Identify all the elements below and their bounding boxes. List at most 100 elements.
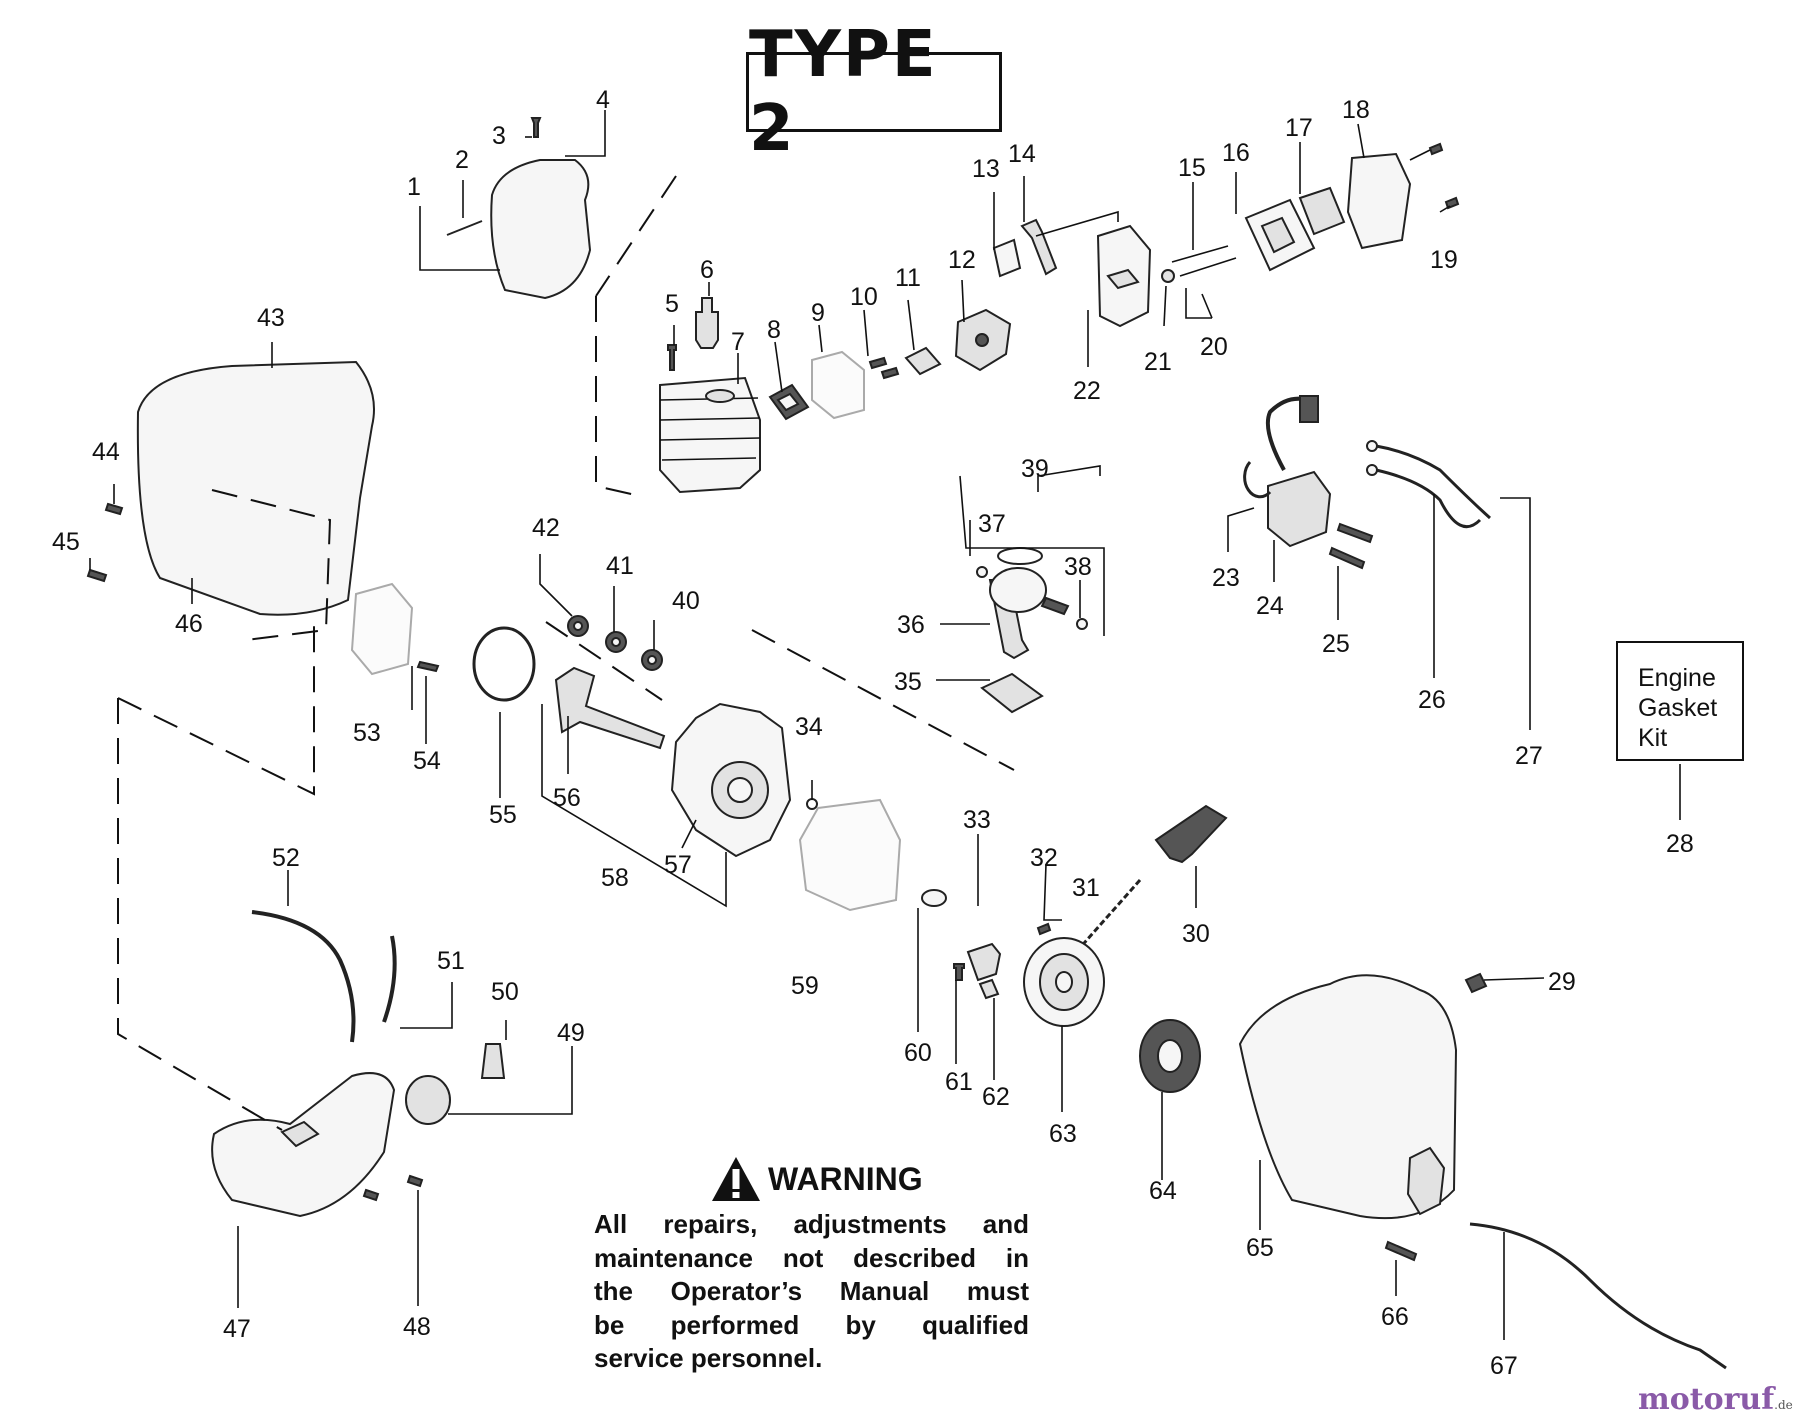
callout-31: 31	[1072, 874, 1100, 902]
callout-20: 20	[1200, 333, 1228, 361]
callout-52: 52	[272, 844, 300, 872]
callout-29: 29	[1548, 968, 1576, 996]
kit-line-2: Gasket	[1638, 694, 1718, 722]
watermark-tld: .de	[1774, 1398, 1793, 1412]
part-5-screw	[667, 344, 677, 371]
part-3-screw	[530, 117, 542, 138]
callout-54: 54	[413, 747, 441, 775]
part-18-filter-cover	[1346, 152, 1412, 250]
callout-15: 15	[1178, 154, 1206, 182]
callout-2: 2	[455, 146, 469, 174]
part-53-bracket	[350, 582, 414, 676]
callout-59: 59	[791, 972, 819, 1000]
warning-triangle-icon	[712, 1157, 760, 1201]
part-43-engine-cover	[136, 360, 375, 616]
callout-11: 11	[895, 264, 921, 292]
callout-61: 61	[945, 1068, 973, 1096]
callout-48: 48	[403, 1313, 431, 1341]
callout-4: 4	[596, 86, 610, 114]
kit-line-3: Kit	[1638, 724, 1668, 752]
callout-21: 21	[1144, 348, 1172, 376]
engine-gasket-kit-box: Engine Gasket Kit	[1616, 641, 1744, 761]
callout-64: 64	[1149, 1177, 1177, 1205]
part-2-pin	[446, 220, 483, 236]
callout-22: 22	[1073, 377, 1101, 405]
callout-18: 18	[1342, 96, 1370, 124]
callout-46: 46	[175, 610, 203, 638]
callout-47: 47	[223, 1315, 251, 1343]
part-44-screw	[104, 502, 124, 516]
part-33-shaft	[966, 942, 1002, 982]
callout-65: 65	[1246, 1234, 1274, 1262]
callout-3: 3	[492, 122, 506, 150]
callout-6: 6	[700, 256, 714, 284]
part-55-o-ring	[472, 626, 536, 702]
part-32-screw	[1036, 922, 1052, 936]
warning-text: All repairs, adjustments and maintenance…	[594, 1208, 1029, 1376]
part-56-crankshaft	[554, 666, 666, 750]
callout-66: 66	[1381, 1303, 1409, 1331]
warning-heading-row: WARNING	[594, 1150, 1029, 1208]
part-29-clip	[1464, 972, 1488, 994]
kit-line-1: Engine	[1638, 664, 1716, 692]
part-65-recoil-housing	[1238, 974, 1458, 1220]
callout-44: 44	[92, 438, 120, 466]
warning-line-1: All repairs, adjustments and	[594, 1209, 1029, 1239]
part-67-throttle-cable	[1469, 1222, 1727, 1370]
callout-13: 13	[972, 155, 1000, 183]
callout-63: 63	[1049, 1120, 1077, 1148]
callout-39: 39	[1021, 455, 1049, 483]
callout-5: 5	[665, 290, 679, 318]
part-50-fuel-filter	[480, 1043, 506, 1079]
assembly-dashed-lines	[117, 175, 1015, 1131]
callout-50: 50	[491, 978, 519, 1006]
leader-lines	[89, 110, 1681, 1340]
part-drawings	[86, 117, 1727, 1370]
part-52-fuel-line	[251, 910, 356, 1043]
part-34-clip	[806, 798, 818, 810]
callout-33: 33	[963, 806, 991, 834]
type-label: TYPE 2	[746, 18, 1002, 166]
callout-60: 60	[904, 1039, 932, 1067]
callout-16: 16	[1222, 139, 1250, 167]
callout-12: 12	[948, 246, 976, 274]
part-60-washer	[921, 889, 947, 907]
callout-7: 7	[731, 328, 745, 356]
warning-line-3: the Operator’s Manual must	[594, 1276, 1029, 1306]
callout-62: 62	[982, 1083, 1010, 1111]
callout-38: 38	[1064, 553, 1092, 581]
part-54-screw	[416, 660, 440, 673]
part-37-piston-ring	[997, 547, 1044, 565]
callout-56: 56	[553, 784, 581, 812]
part-9-spacer	[811, 350, 865, 420]
part-7-cylinder	[659, 376, 761, 494]
callout-49: 49	[557, 1019, 585, 1047]
callout-30: 30	[1182, 920, 1210, 948]
part-61-screw	[953, 963, 965, 981]
part-47-fuel-tank	[211, 1072, 396, 1218]
callout-55: 55	[489, 801, 517, 829]
watermark-brand: motoruf	[1638, 1382, 1775, 1417]
part-19-screws	[1428, 142, 1460, 210]
callout-53: 53	[353, 719, 381, 747]
callout-41: 41	[606, 552, 634, 580]
callout-32: 32	[1030, 844, 1058, 872]
part-27-wire	[1375, 468, 1482, 529]
part-59-crankcase-half	[798, 798, 902, 912]
part-10-screws	[868, 356, 900, 380]
warning-line-4: be performed by qualified	[594, 1309, 1029, 1340]
callout-19: 19	[1430, 246, 1458, 274]
part-13-gasket	[992, 238, 1022, 278]
callout-57: 57	[664, 851, 692, 879]
warning-line-5: service personnel.	[594, 1343, 823, 1373]
callout-24: 24	[1256, 592, 1284, 620]
callout-43: 43	[257, 304, 285, 332]
callout-8: 8	[767, 316, 781, 344]
watermark-logo: motoruf.de	[1638, 1382, 1793, 1417]
part-45-screw	[86, 568, 108, 583]
part-14-choke-lever	[1020, 218, 1058, 276]
callout-28: 28	[1666, 830, 1694, 858]
part-35-gasket	[980, 672, 1044, 714]
callout-1: 1	[407, 173, 421, 201]
